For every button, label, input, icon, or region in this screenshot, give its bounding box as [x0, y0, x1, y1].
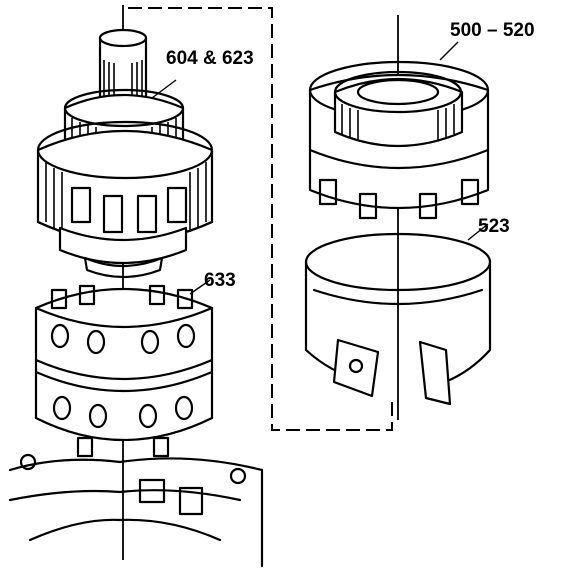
reaction-sleeve [34, 279, 214, 458]
transmission-case [8, 453, 264, 568]
brake-band [304, 223, 492, 406]
callout-planetary: 604 & 623 [166, 48, 254, 69]
dashed-connector-line [128, 7, 393, 431]
clutch-drum-assembly [308, 41, 490, 220]
callout-sleeve: 633 [204, 270, 236, 291]
planetary-carrier-assembly [36, 28, 214, 279]
callout-band: 523 [478, 216, 510, 237]
callout-drum: 500 – 520 [450, 20, 535, 41]
